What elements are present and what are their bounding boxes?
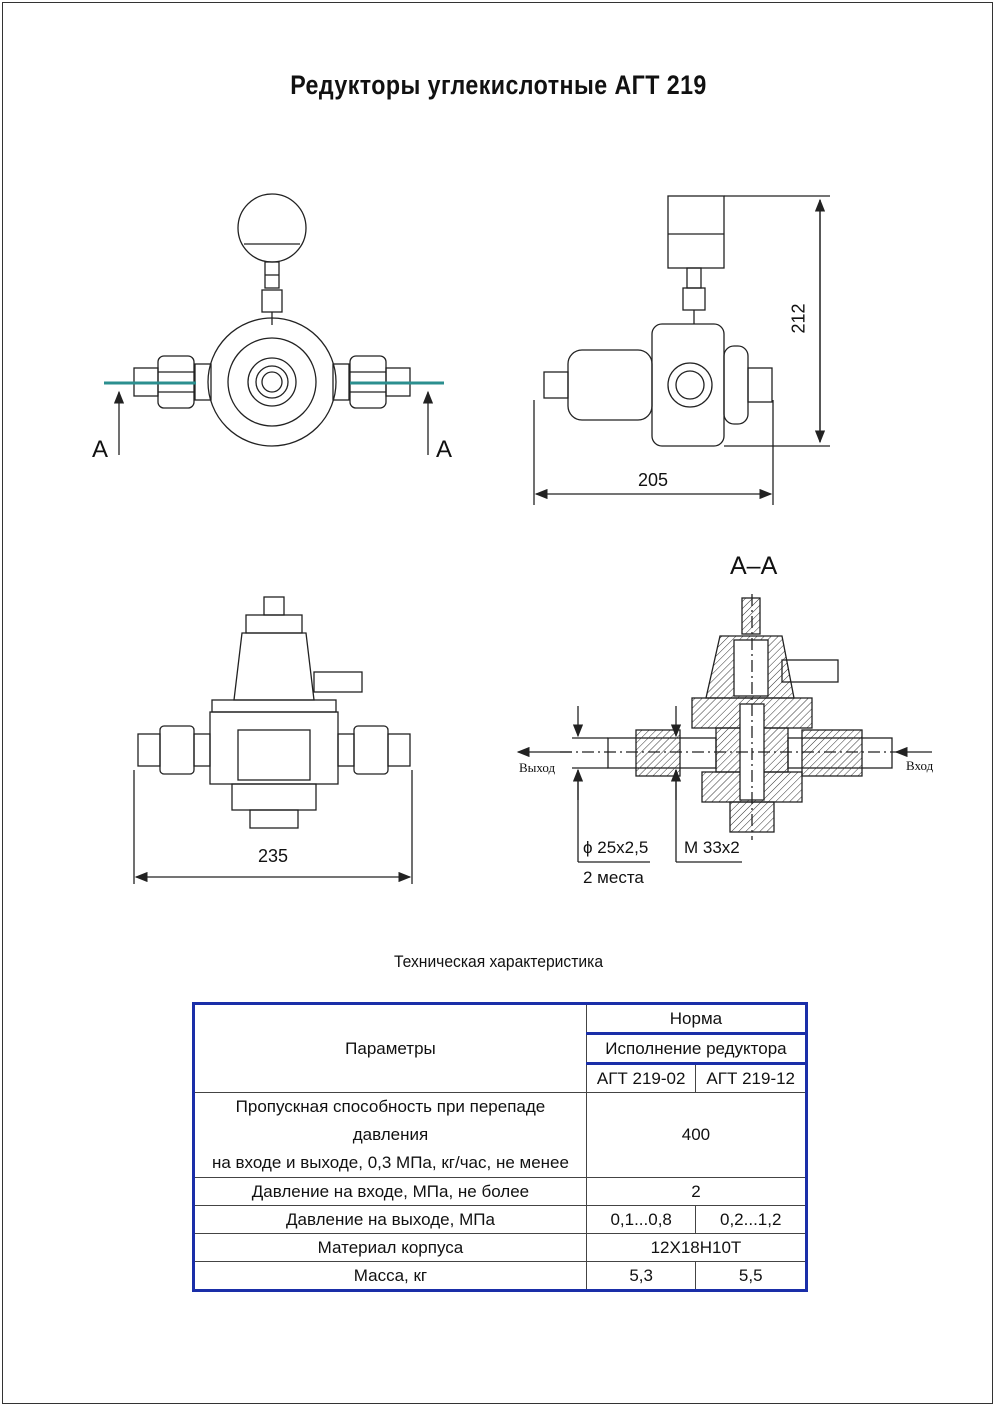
bottom-view bbox=[133, 596, 413, 884]
row-material-param: Материал корпуса bbox=[193, 1233, 587, 1262]
row-inlet-param: Давление на входе, МПа, не более bbox=[193, 1177, 587, 1206]
row-mass-param: Масса, кг bbox=[193, 1261, 587, 1291]
front-view bbox=[104, 193, 444, 455]
row-mass-a: 5,3 bbox=[585, 1261, 697, 1291]
header-params: Параметры bbox=[193, 1003, 587, 1093]
pipe-count: 2 места bbox=[583, 868, 644, 887]
col-a-header: АГТ 219-02 bbox=[585, 1063, 697, 1093]
row-capacity-value: 400 bbox=[585, 1092, 808, 1178]
outlet-label: Выход bbox=[519, 760, 556, 775]
row-capacity-line1: Пропускная способность при перепаде давл… bbox=[235, 1097, 546, 1144]
header-version: Исполнение редуктора bbox=[585, 1033, 808, 1065]
row-inlet-value: 2 bbox=[585, 1177, 808, 1206]
page-title: Редукторы углекислотные АГТ 219 bbox=[290, 70, 707, 100]
dim-height: 212 bbox=[788, 303, 809, 334]
table-caption: Техническая характеристика bbox=[393, 952, 604, 971]
pipe-dim: ϕ 25х2,5 bbox=[583, 838, 649, 857]
row-outlet-b: 0,2...1,2 bbox=[695, 1205, 807, 1234]
side-view bbox=[533, 195, 830, 505]
row-outlet-a: 0,1...0,8 bbox=[585, 1205, 697, 1234]
row-capacity-param: Пропускная способность при перепаде давл… bbox=[193, 1092, 587, 1178]
section-marker-left: А bbox=[92, 436, 109, 463]
row-mass-b: 5,5 bbox=[695, 1261, 807, 1291]
spec-table: Параметры Норма Исполнение редуктора АГТ… bbox=[192, 1002, 808, 1292]
section-title: А–А bbox=[730, 552, 778, 580]
row-outlet-param: Давление на выходе, МПа bbox=[193, 1205, 587, 1234]
row-capacity-line2: на входе и выходе, 0,3 МПа, кг/час, не м… bbox=[211, 1153, 569, 1172]
col-b-header: АГТ 219-12 bbox=[695, 1063, 807, 1093]
section-marker-right: А bbox=[436, 436, 453, 463]
technical-drawing bbox=[104, 193, 932, 884]
thread-dim: М 33х2 bbox=[684, 838, 740, 857]
dim-width-side: 205 bbox=[638, 470, 669, 490]
row-material-value: 12Х18Н10Т bbox=[585, 1233, 808, 1262]
dim-width-bottom: 235 bbox=[258, 846, 289, 866]
header-norm: Норма bbox=[585, 1003, 808, 1035]
inlet-label: Вход bbox=[906, 758, 934, 773]
section-view bbox=[516, 594, 932, 863]
